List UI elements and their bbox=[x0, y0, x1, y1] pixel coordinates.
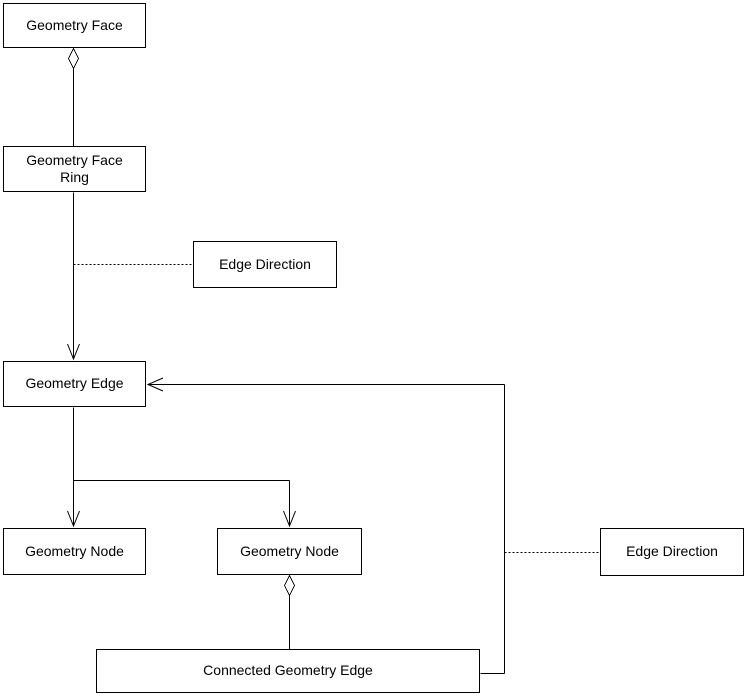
edge-direction-top-label: Edge Direction bbox=[219, 255, 311, 272]
geometry-face-box[interactable]: Geometry Face bbox=[3, 3, 146, 48]
arrowhead-into-geometry-node-left bbox=[67, 510, 80, 528]
geometry-edge-box[interactable]: Geometry Edge bbox=[3, 361, 146, 407]
geometry-node-right-label: Geometry Node bbox=[240, 542, 339, 559]
arrowhead-into-geometry-edge-right bbox=[146, 377, 164, 392]
geometry-face-label: Geometry Face bbox=[26, 16, 123, 33]
arrowhead-into-geometry-node-right bbox=[283, 510, 296, 528]
geometry-node-left-box[interactable]: Geometry Node bbox=[3, 528, 146, 575]
edge-direction-right-label: Edge Direction bbox=[626, 543, 718, 560]
connected-geometry-edge-box[interactable]: Connected Geometry Edge bbox=[96, 649, 480, 693]
connected-geometry-edge-label: Connected Geometry Edge bbox=[203, 662, 373, 679]
edge-direction-right-box[interactable]: Edge Direction bbox=[600, 528, 744, 576]
aggregation-diamond-geometry-node-right bbox=[283, 574, 296, 597]
edge-direction-top-box[interactable]: Edge Direction bbox=[193, 241, 337, 288]
aggregation-diamond-geometry-face bbox=[67, 47, 80, 70]
geometry-node-left-label: Geometry Node bbox=[25, 542, 124, 559]
geometry-node-right-box[interactable]: Geometry Node bbox=[217, 528, 362, 575]
geometry-edge-label: Geometry Edge bbox=[25, 375, 124, 392]
geometry-face-ring-box[interactable]: Geometry Face Ring bbox=[3, 146, 146, 192]
arrowhead-into-geometry-edge-top bbox=[67, 343, 80, 361]
geometry-face-ring-label: Geometry Face Ring bbox=[26, 151, 123, 186]
